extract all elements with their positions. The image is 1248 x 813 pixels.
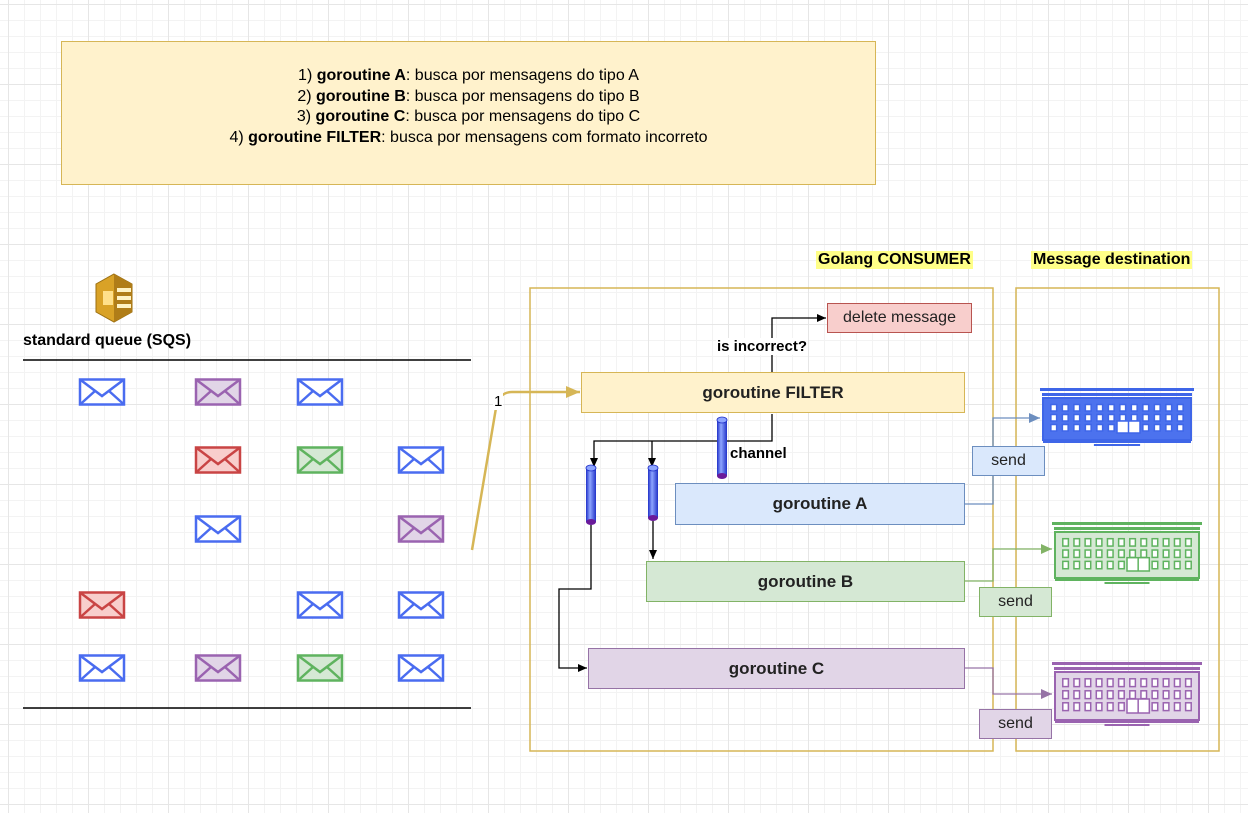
destination-container xyxy=(1015,287,1220,752)
note-num: 1) xyxy=(298,67,313,84)
note-line-2: 2) goroutine B: busca por mensagens do t… xyxy=(297,87,639,108)
note-name: goroutine FILTER xyxy=(248,128,382,146)
consumer-header: Golang CONSUMER xyxy=(816,251,973,269)
is-incorrect-label: is incorrect? xyxy=(716,338,809,355)
green-envelope-icon xyxy=(296,446,344,474)
send-c-box: send xyxy=(979,709,1052,739)
note-name: goroutine A xyxy=(316,67,406,84)
red-envelope-icon xyxy=(78,591,126,619)
note-desc: : busca por mensagens com formato incorr… xyxy=(381,128,708,146)
purple-envelope-icon xyxy=(194,378,242,406)
sqs-icon xyxy=(95,273,133,323)
edge-label-1: 1 xyxy=(493,393,504,410)
building-blue-icon xyxy=(1040,388,1194,446)
purple-envelope-icon xyxy=(194,654,242,682)
send-b-box: send xyxy=(979,587,1052,617)
green-envelope-icon xyxy=(296,654,344,682)
blue-envelope-icon xyxy=(397,446,445,474)
channel-pipe-c xyxy=(585,464,597,525)
blue-envelope-icon xyxy=(78,654,126,682)
note-desc: : busca por mensagens do tipo B xyxy=(405,87,640,105)
goroutine-filter-box: goroutine FILTER xyxy=(581,372,965,413)
channel-c-to-goroutine-c-edge xyxy=(558,525,592,672)
note-line-1: 1) goroutine A: busca por mensagens do t… xyxy=(298,66,639,87)
send-b-edge xyxy=(965,544,1052,582)
building-purple-icon xyxy=(1052,662,1202,726)
blue-envelope-icon xyxy=(78,378,126,406)
send-a-box: send xyxy=(972,446,1045,476)
filter-to-channel-c-edge xyxy=(590,414,773,467)
purple-envelope-icon xyxy=(397,515,445,543)
message-envelopes xyxy=(78,378,445,682)
goroutine-c-box: goroutine C xyxy=(588,648,965,689)
note-desc: : busca por mensagens do tipo A xyxy=(405,67,639,84)
consumer-container xyxy=(529,287,994,752)
note-line-4: 4) goroutine FILTER: busca por mensagens… xyxy=(229,128,707,149)
queue-label: standard queue (SQS) xyxy=(23,332,192,349)
blue-envelope-icon xyxy=(397,654,445,682)
note-name: goroutine C xyxy=(315,108,406,125)
note-num: 4) xyxy=(229,128,244,146)
note-line-3: 3) goroutine C: busca por mensagens do t… xyxy=(297,107,640,128)
send-c-edge xyxy=(965,667,1052,699)
note-name: goroutine B xyxy=(316,87,406,105)
blue-envelope-icon xyxy=(397,591,445,619)
blue-envelope-icon xyxy=(194,515,242,543)
note-desc: : busca por mensagens do tipo C xyxy=(405,108,641,125)
channel-pipe-a xyxy=(716,416,728,479)
notes-box: 1) goroutine A: busca por mensagens do t… xyxy=(61,41,876,185)
note-num: 3) xyxy=(296,108,312,125)
delete-message-box: delete message xyxy=(827,303,972,333)
destination-header: Message destination xyxy=(1031,251,1193,269)
blue-envelope-icon xyxy=(296,591,344,619)
channel-label: channel xyxy=(730,445,787,462)
queue-to-filter-edge xyxy=(470,386,580,551)
red-envelope-icon xyxy=(194,446,242,474)
goroutine-b-box: goroutine B xyxy=(646,561,965,602)
goroutine-a-box: goroutine A xyxy=(675,483,965,525)
note-num: 2) xyxy=(297,87,312,105)
building-green-icon xyxy=(1052,522,1202,584)
channel-pipe-b xyxy=(647,464,659,521)
blue-envelope-icon xyxy=(296,378,344,406)
